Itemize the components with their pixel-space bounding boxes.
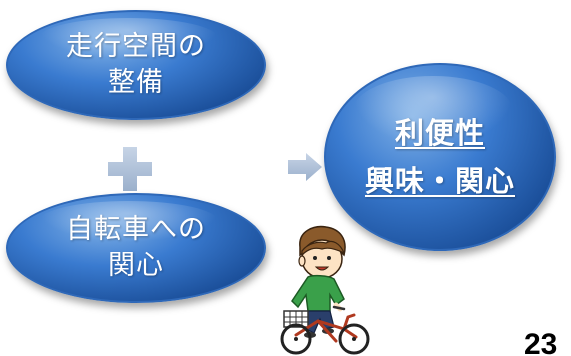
ellipse-road-space-line-2: 整備 <box>108 67 164 98</box>
ellipse-convenience-line-1: 利便性 <box>394 116 485 150</box>
ellipse-bicycle-interest: 自転車への 関心 <box>6 193 266 303</box>
ellipse-convenience-line-2: 興味・関心 <box>364 164 515 198</box>
plus-icon <box>108 147 152 191</box>
cyclist-illustration <box>280 225 370 355</box>
ellipse-bicycle-interest-line-1: 自転車への <box>66 214 206 245</box>
ellipse-road-space-line-1: 走行空間の <box>66 31 206 62</box>
ellipse-road-space: 走行空間の 整備 <box>6 10 266 120</box>
ellipse-convenience: 利便性 興味・関心 <box>324 63 556 251</box>
right-arrow-icon <box>288 153 322 181</box>
page-number: 23 <box>524 328 558 356</box>
ellipse-bicycle-interest-line-2: 関心 <box>108 250 164 281</box>
